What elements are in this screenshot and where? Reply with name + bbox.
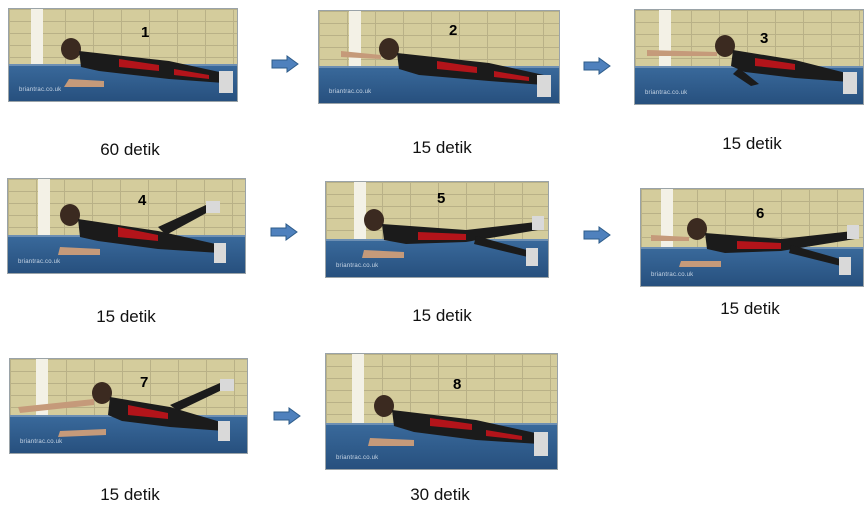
duration-label: 60 detik xyxy=(60,140,200,160)
duration-label: 30 detik xyxy=(370,485,510,505)
step-number: 5 xyxy=(437,190,445,207)
duration-label: 15 detik xyxy=(60,485,200,505)
step-number: 2 xyxy=(449,22,457,39)
watermark: briantrac.co.uk xyxy=(645,90,687,96)
watermark: briantrac.co.uk xyxy=(20,439,62,445)
arrow-right-icon xyxy=(583,226,611,244)
duration-label: 15 detik xyxy=(680,299,820,319)
duration-label: 15 detik xyxy=(56,307,196,327)
arrow-right-icon xyxy=(273,407,301,425)
plank-photo: briantrac.co.uk xyxy=(318,10,560,104)
arrow-right-icon xyxy=(271,55,299,73)
watermark: briantrac.co.uk xyxy=(19,87,61,93)
step-number: 4 xyxy=(138,192,146,209)
step-number: 7 xyxy=(140,374,148,391)
watermark: briantrac.co.uk xyxy=(336,455,378,461)
duration-label: 15 detik xyxy=(372,138,512,158)
plank-photo: briantrac.co.uk xyxy=(634,9,864,105)
watermark: briantrac.co.uk xyxy=(651,272,693,278)
watermark: briantrac.co.uk xyxy=(336,263,378,269)
step-number: 1 xyxy=(141,24,149,41)
arrow-right-icon xyxy=(270,223,298,241)
duration-label: 15 detik xyxy=(682,134,822,154)
athlete-figure xyxy=(326,354,557,469)
duration-label: 15 detik xyxy=(372,306,512,326)
watermark: briantrac.co.uk xyxy=(18,259,60,265)
watermark: briantrac.co.uk xyxy=(329,89,371,95)
plank-photo: briantrac.co.uk xyxy=(8,8,238,102)
plank-photo: briantrac.co.uk xyxy=(9,358,248,454)
plank-photo: briantrac.co.uk xyxy=(640,188,864,287)
step-number: 3 xyxy=(760,30,768,47)
step-number: 8 xyxy=(453,376,461,393)
step-number: 6 xyxy=(756,205,764,222)
plank-photo: briantrac.co.uk xyxy=(325,353,558,470)
arrow-right-icon xyxy=(583,57,611,75)
plank-photo: briantrac.co.uk xyxy=(7,178,246,274)
